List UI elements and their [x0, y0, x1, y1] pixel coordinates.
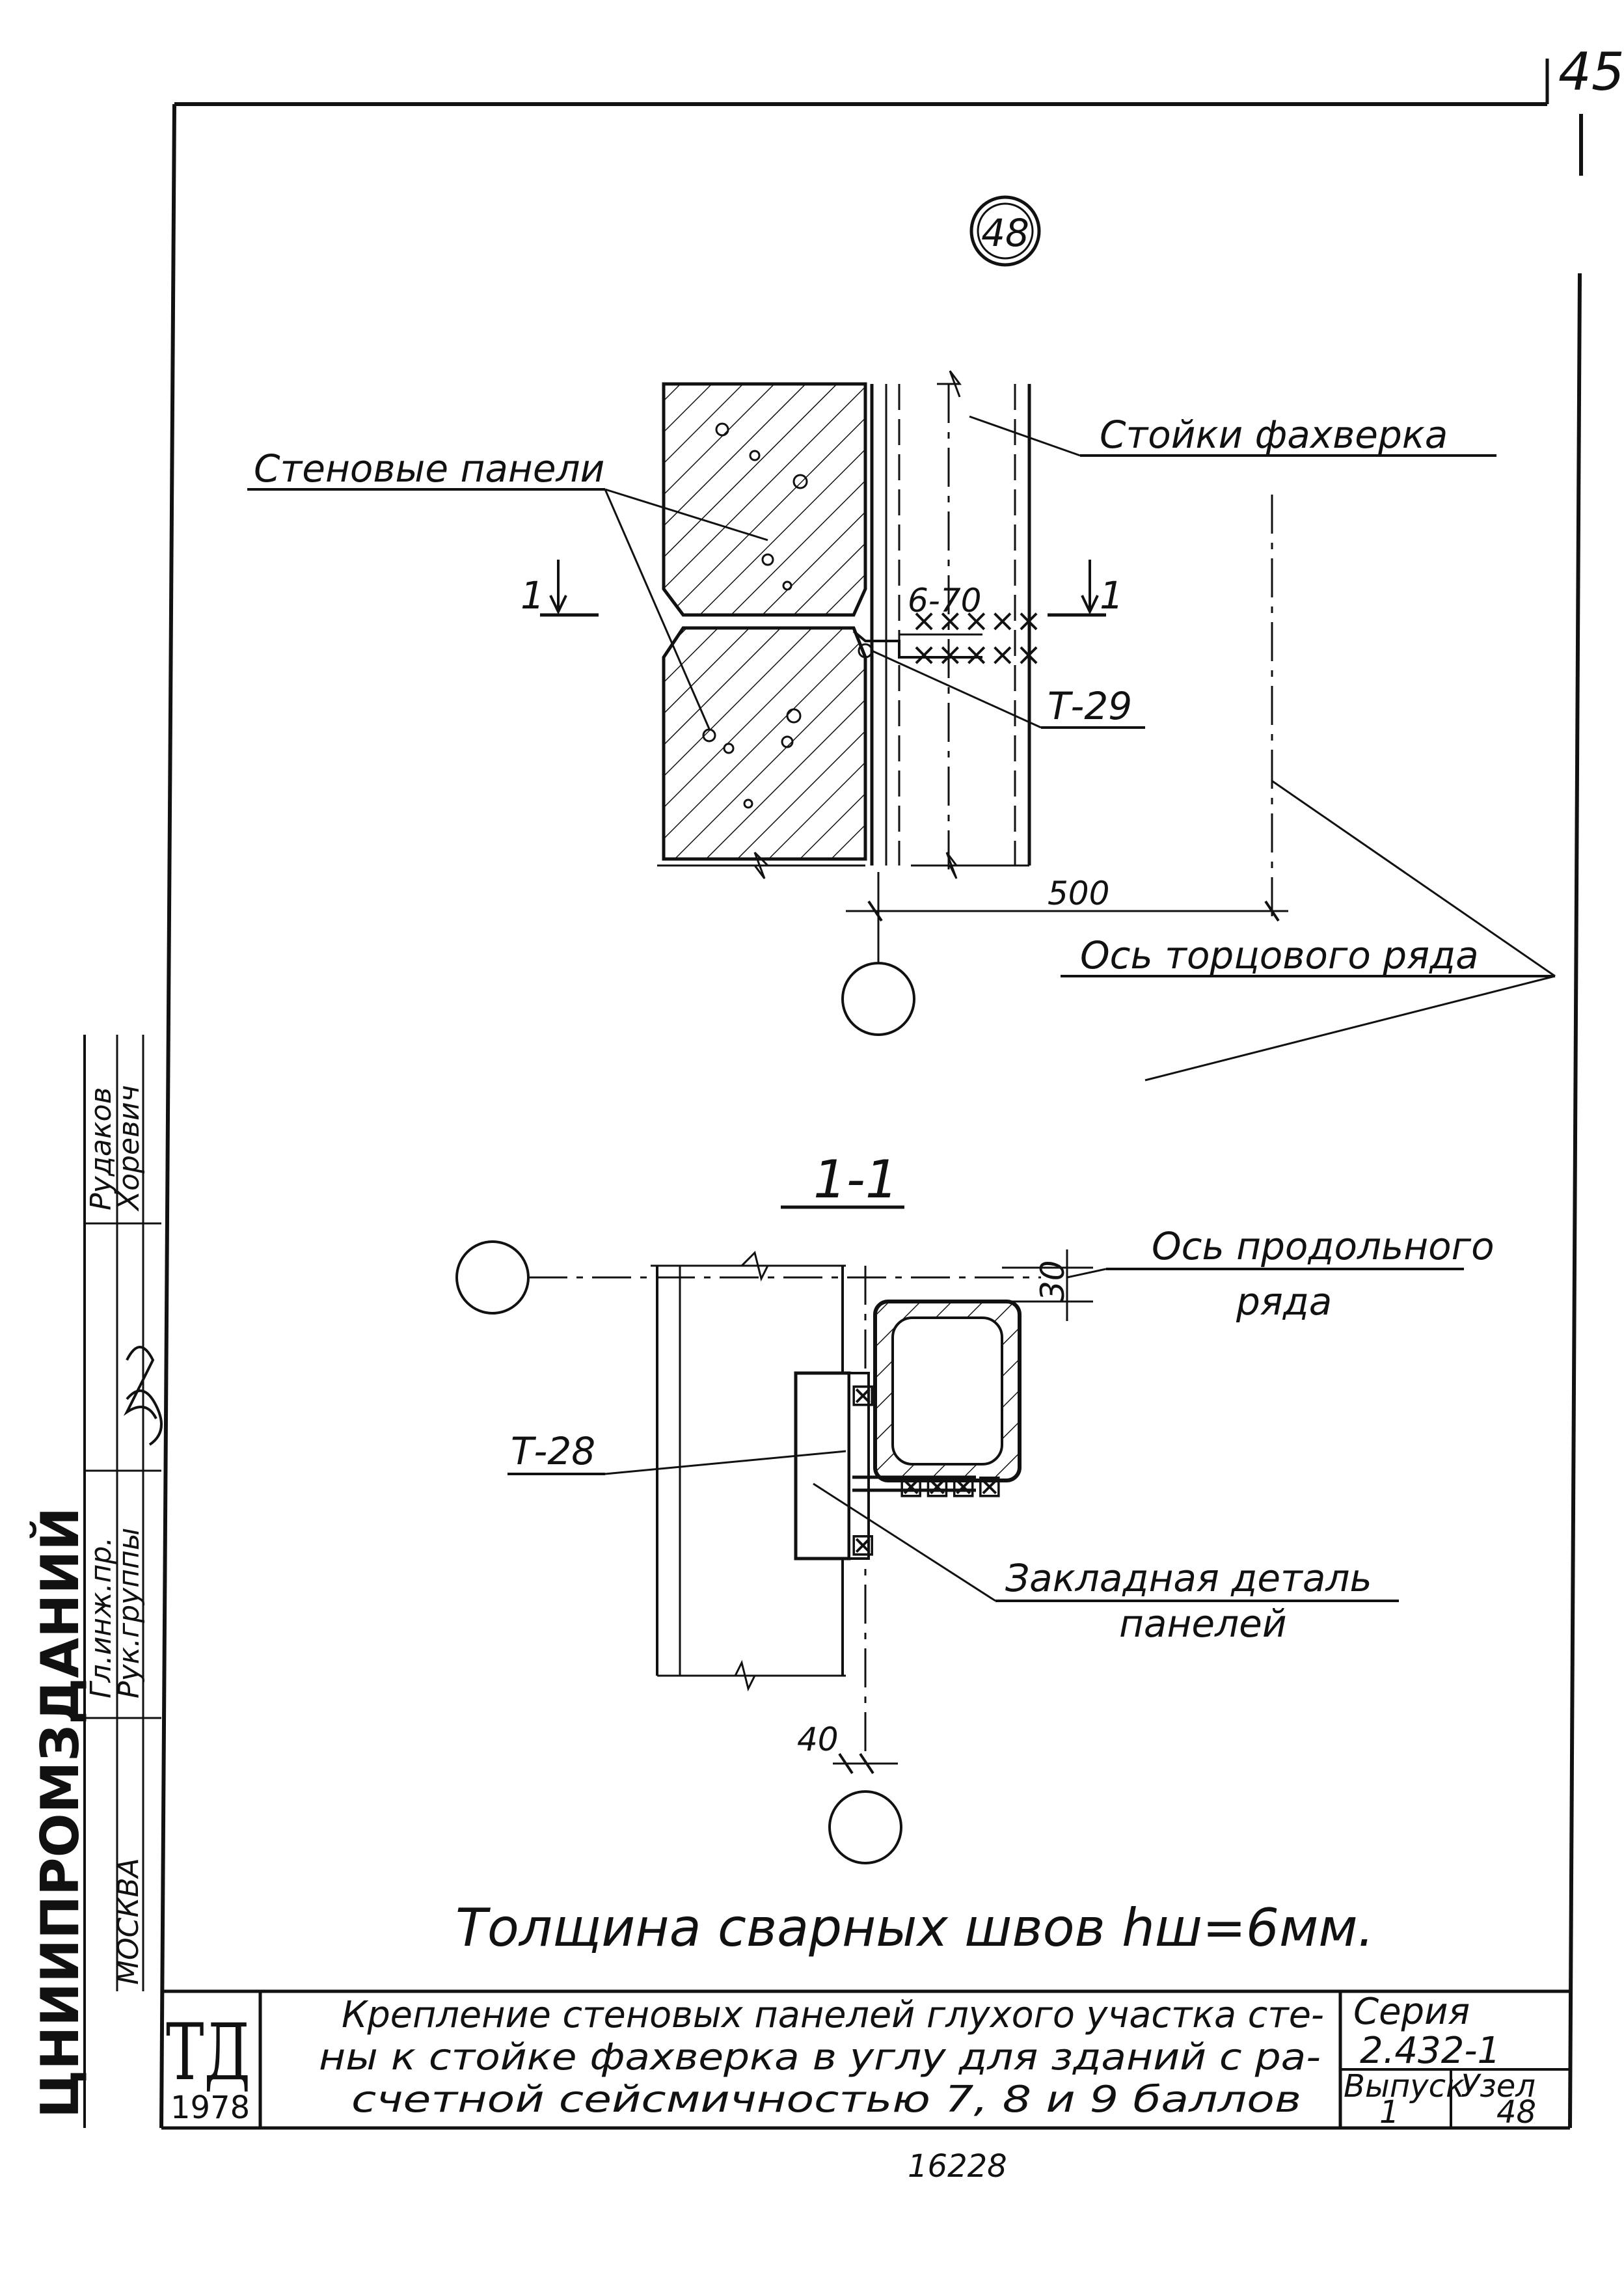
embedded-plate: ⊠ ⊠ — [794, 1371, 876, 1563]
stamp-role-1: Гл.инж.пр. — [85, 1537, 118, 1698]
label-fachwerk-posts: Стойки фахверка — [1100, 413, 1448, 457]
dimension-500-label: 500 — [1048, 875, 1109, 912]
node-marker — [969, 195, 1041, 267]
node-label: Узел — [1461, 2068, 1536, 2105]
page-number: 45 — [1558, 42, 1624, 102]
footer-number: 16228 — [908, 2148, 1007, 2185]
leader-t28-line — [604, 1450, 846, 1475]
dimension-40 — [833, 1752, 898, 1775]
stamp-name-2: Хоревич — [113, 1085, 146, 1212]
label-t29: Т-29 — [1048, 684, 1132, 728]
svg-text:⊠: ⊠ — [850, 1377, 876, 1413]
weld-note: Толщина сварных швов hш=6мм. — [455, 1898, 1374, 1958]
label-longitudinal-axis-1: Ось продольного — [1152, 1224, 1495, 1268]
dimension-30-label: 30 — [1034, 1260, 1072, 1302]
stamp-org: ЦНИИПРОМЗДАНИЙ — [29, 1507, 90, 2118]
weld-connection: ××××× ××××× — [852, 603, 1042, 673]
label-embedded-1: Закладная деталь — [1005, 1556, 1372, 1600]
label-weld: 6-70 — [908, 582, 981, 620]
section-cut-marker-left — [540, 560, 599, 617]
leader-t29-line — [871, 649, 1042, 729]
cut-label-left: 1 — [521, 573, 545, 618]
series-label: Серия — [1353, 1991, 1470, 2033]
dimension-30 — [1002, 1249, 1093, 1321]
axis-bubble-section-bottom — [828, 1790, 902, 1864]
leader-longitudinal-axis-line — [1066, 1268, 1107, 1279]
label-longitudinal-axis-2: ряда — [1236, 1279, 1332, 1324]
title-year: 1978 — [170, 2090, 250, 2126]
leader-embedded-line — [813, 1482, 996, 1602]
title-line-3: счетной сейсмичностью 7, 8 и 9 баллов — [351, 2079, 1301, 2121]
dimension-500 — [846, 900, 1288, 922]
fachwerk-post-section: ⊠⊠⊠⊠ — [852, 1300, 1022, 1505]
stamp-role-2: Рук.группы — [113, 1528, 146, 1699]
section-title: 1-1 — [813, 1149, 899, 1210]
label-end-row-axis: Ось торцового ряда — [1080, 933, 1479, 977]
svg-text:×××××: ××××× — [911, 636, 1042, 673]
node-number: 48 — [981, 211, 1029, 255]
title-line-1: Крепление стеновых панелей глухого участ… — [342, 1994, 1324, 2036]
stamp-name-1: Рудаков — [85, 1087, 118, 1210]
dimension-40-label: 40 — [797, 1721, 839, 1758]
wall-panel-lower — [662, 626, 867, 861]
sheet-frame — [159, 59, 1583, 2129]
node-value: 48 — [1496, 2094, 1536, 2131]
svg-text:⊠⊠⊠⊠: ⊠⊠⊠⊠ — [898, 1468, 1003, 1505]
title-block — [161, 1989, 1570, 2130]
series-value: 2.432-1 — [1360, 2030, 1500, 2072]
axis-bubble-elevation — [841, 962, 915, 1036]
label-wall-panels: Стеновые панели — [254, 446, 604, 491]
issue-value: 1 — [1379, 2094, 1400, 2131]
issue-label: Выпуск — [1344, 2068, 1465, 2105]
title-line-2: ны к стойке фахверка в углу для зданий с… — [319, 2036, 1321, 2079]
leader-fachwerk-posts-line — [969, 415, 1081, 457]
svg-text:⊠: ⊠ — [850, 1527, 876, 1563]
label-t28: Т-28 — [511, 1429, 595, 1473]
axis-bubble-section-left — [455, 1240, 530, 1315]
title-logo: ТД — [166, 2008, 250, 2098]
svg-text:×××××: ××××× — [911, 603, 1042, 639]
break-lines — [657, 370, 1029, 879]
section-cut-marker-right — [1048, 560, 1106, 617]
leader-end-row-axis-lines — [1144, 780, 1556, 1082]
wall-panel-upper — [662, 382, 867, 617]
stamp-city: МОСКВА — [112, 1858, 145, 1985]
cut-label-right: 1 — [1100, 573, 1124, 618]
fachwerk-post — [870, 384, 1031, 872]
label-embedded-2: панелей — [1119, 1602, 1287, 1646]
side-stamp — [83, 1035, 163, 2128]
leader-wall-panels-lines — [604, 488, 768, 729]
